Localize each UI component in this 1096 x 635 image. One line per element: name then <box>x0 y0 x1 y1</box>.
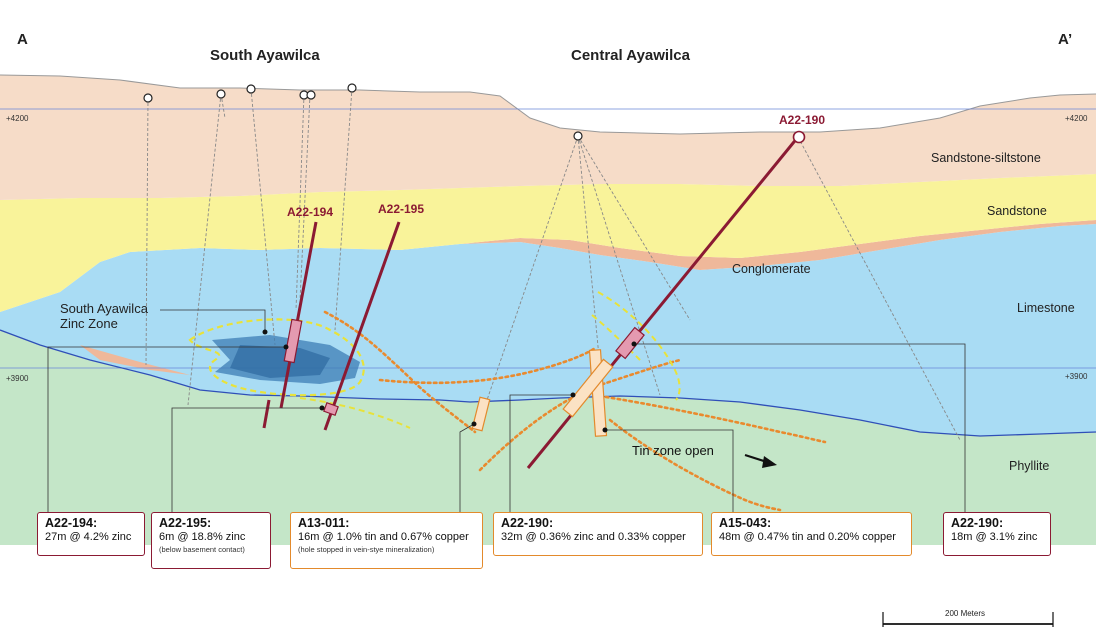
intercept-a13-011 <box>471 396 491 432</box>
elevation-label-3900-right: +3900 <box>1065 372 1088 381</box>
layer-sandstone-siltstone <box>0 75 1096 200</box>
section-end-right: A’ <box>1058 31 1073 48</box>
title-central-ayawilca: Central Ayawilca <box>571 47 690 64</box>
intercept-value: 6m @ 18.8% zinc <box>159 531 246 543</box>
tin-veins <box>323 310 827 512</box>
label-drill-a22-195: A22-195 <box>378 202 425 216</box>
zinc-body-inner <box>230 345 330 378</box>
elevation-label-4200-left: +4200 <box>6 114 29 123</box>
intercept-box-a15-043: A15-043: 48m @ 0.47% tin and 0.20% coppe… <box>711 512 912 556</box>
intercept-title: A22-190: <box>501 516 554 530</box>
elevation-label-4200-right: +4200 <box>1065 114 1088 123</box>
tin-zone-arrow-icon <box>744 453 777 468</box>
intercept-value: 16m @ 1.0% tin and 0.67% copper <box>298 531 469 543</box>
leader-lines <box>47 309 966 512</box>
label-conglomerate: Conglomerate <box>732 262 811 276</box>
section-end-left: A <box>17 31 28 48</box>
intercept-title: A22-190: <box>951 516 1004 530</box>
drill-hole-a22-194 <box>262 221 318 429</box>
label-drill-a22-194: A22-194 <box>287 205 334 219</box>
intercept-note: (below basement contact) <box>159 545 245 554</box>
intercept-value: 18m @ 3.1% zinc <box>951 531 1038 543</box>
label-limestone: Limestone <box>1017 301 1075 315</box>
zinc-zone-halo-lower <box>299 397 411 429</box>
intercept-title: A22-195: <box>159 516 212 530</box>
label-zinc-zone: South Ayawilca Zinc Zone <box>60 301 148 331</box>
intercept-value: 48m @ 0.47% tin and 0.20% copper <box>719 531 896 543</box>
basement-contact <box>0 329 1096 437</box>
intercept-box-a22-190-zn: A22-190: 18m @ 3.1% zinc <box>943 512 1051 556</box>
intercept-box-a22-194: A22-194: 27m @ 4.2% zinc <box>37 512 145 556</box>
label-tin-zone-open: Tin zone open <box>632 443 714 458</box>
scale-bar-label: 200 Meters <box>945 609 986 618</box>
layer-wedge <box>80 345 190 375</box>
layer-conglomerate <box>460 220 1096 270</box>
intercept-title: A22-194: <box>45 516 98 530</box>
intercept-note: (hole stopped in vein-stye mineralizatio… <box>298 545 435 554</box>
layer-sandstone <box>0 174 1096 312</box>
label-phyllite: Phyllite <box>1009 459 1050 473</box>
drill-collars <box>143 83 583 141</box>
collar-a22-190 <box>792 130 806 144</box>
layer-phyllite <box>0 330 1096 545</box>
scale-bar <box>882 612 1054 627</box>
title-south-ayawilca: South Ayawilca <box>210 47 320 64</box>
drill-hole-a22-195 <box>323 221 401 431</box>
layer-limestone <box>0 224 1096 436</box>
intercept-box-a22-190-zn-cu: A22-190: 32m @ 0.36% zinc and 0.33% copp… <box>493 512 703 556</box>
leader-dots <box>262 329 637 433</box>
tin-veins-yellow <box>591 291 681 401</box>
intercept-value: 32m @ 0.36% zinc and 0.33% copper <box>501 531 686 543</box>
label-sandstone-siltstone: Sandstone-siltstone <box>931 151 1041 165</box>
label-drill-a22-190: A22-190 <box>779 113 826 127</box>
intercept-box-a22-195: A22-195: 6m @ 18.8% zinc (below basement… <box>151 512 271 569</box>
zinc-zone-line1: South Ayawilca <box>60 301 148 316</box>
zinc-zone-line2: Zinc Zone <box>60 316 118 331</box>
zinc-zone-halo <box>188 318 365 397</box>
intercept-value: 27m @ 4.2% zinc <box>45 531 132 543</box>
intercept-title: A13-011: <box>298 516 350 530</box>
intercept-box-a13-011: A13-011: 16m @ 1.0% tin and 0.67% copper… <box>290 512 483 569</box>
topographic-surface <box>0 74 1096 135</box>
intercept-a22-190-zn-cu <box>562 358 614 418</box>
intercept-title: A15-043: <box>719 516 772 530</box>
label-sandstone: Sandstone <box>987 204 1047 218</box>
elevation-label-3900-left: +3900 <box>6 374 29 383</box>
